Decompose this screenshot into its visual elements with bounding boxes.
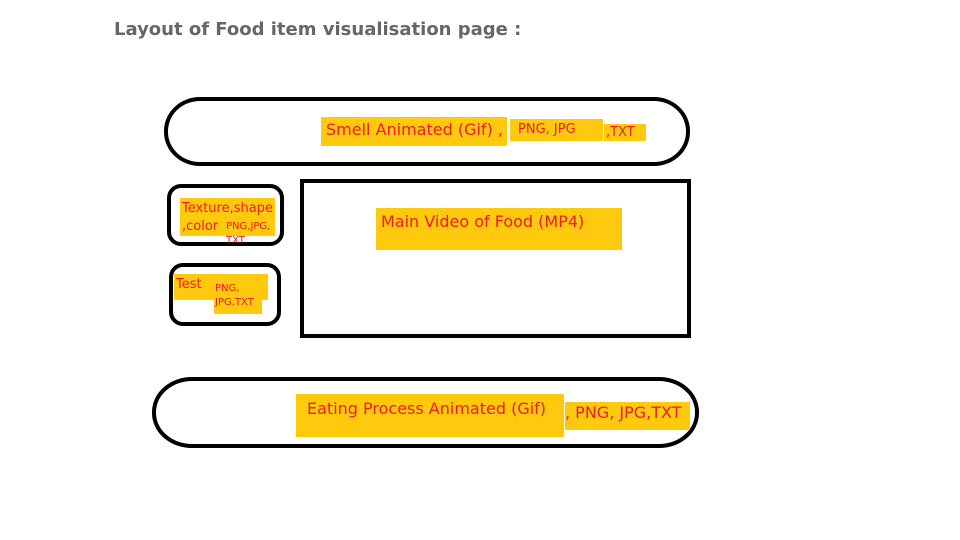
texture-label-line2: ,color <box>182 219 219 234</box>
texture-shape-color-section <box>167 184 284 246</box>
smell-txt-highlight <box>604 124 646 141</box>
main-video-label: Main Video of Food (MP4) <box>381 212 585 231</box>
texture-formats-line1: PNG,JPG, <box>226 221 271 232</box>
smell-animated-section <box>164 97 690 166</box>
smell-formats: PNG, JPG <box>518 122 576 137</box>
eating-formats-highlight <box>565 402 690 430</box>
smell-label: Smell Animated (Gif) , <box>326 120 503 139</box>
eating-label-highlight <box>296 394 564 437</box>
test-section <box>169 263 281 326</box>
page-title: Layout of Food item visualisation page : <box>114 19 522 40</box>
texture-formats-line2: TXT <box>226 235 245 246</box>
test-label: Test <box>176 277 202 292</box>
test-label-highlight <box>174 274 268 300</box>
texture-label-line1: Texture,shape <box>182 201 273 216</box>
test-formats-highlight <box>214 296 262 314</box>
eating-label: Eating Process Animated (Gif) <box>307 399 547 418</box>
test-formats-line1: PNG, <box>215 283 240 294</box>
test-formats-line2: JPG,TXT <box>215 297 254 308</box>
main-video-section <box>300 179 691 338</box>
eating-formats: , PNG, JPG,TXT <box>565 403 682 422</box>
texture-label-highlight <box>180 198 275 236</box>
smell-formats-highlight <box>510 119 603 141</box>
smell-txt: ,TXT <box>606 125 635 140</box>
main-video-label-highlight <box>376 208 622 250</box>
smell-label-highlight <box>321 117 507 146</box>
eating-process-section <box>152 377 699 448</box>
